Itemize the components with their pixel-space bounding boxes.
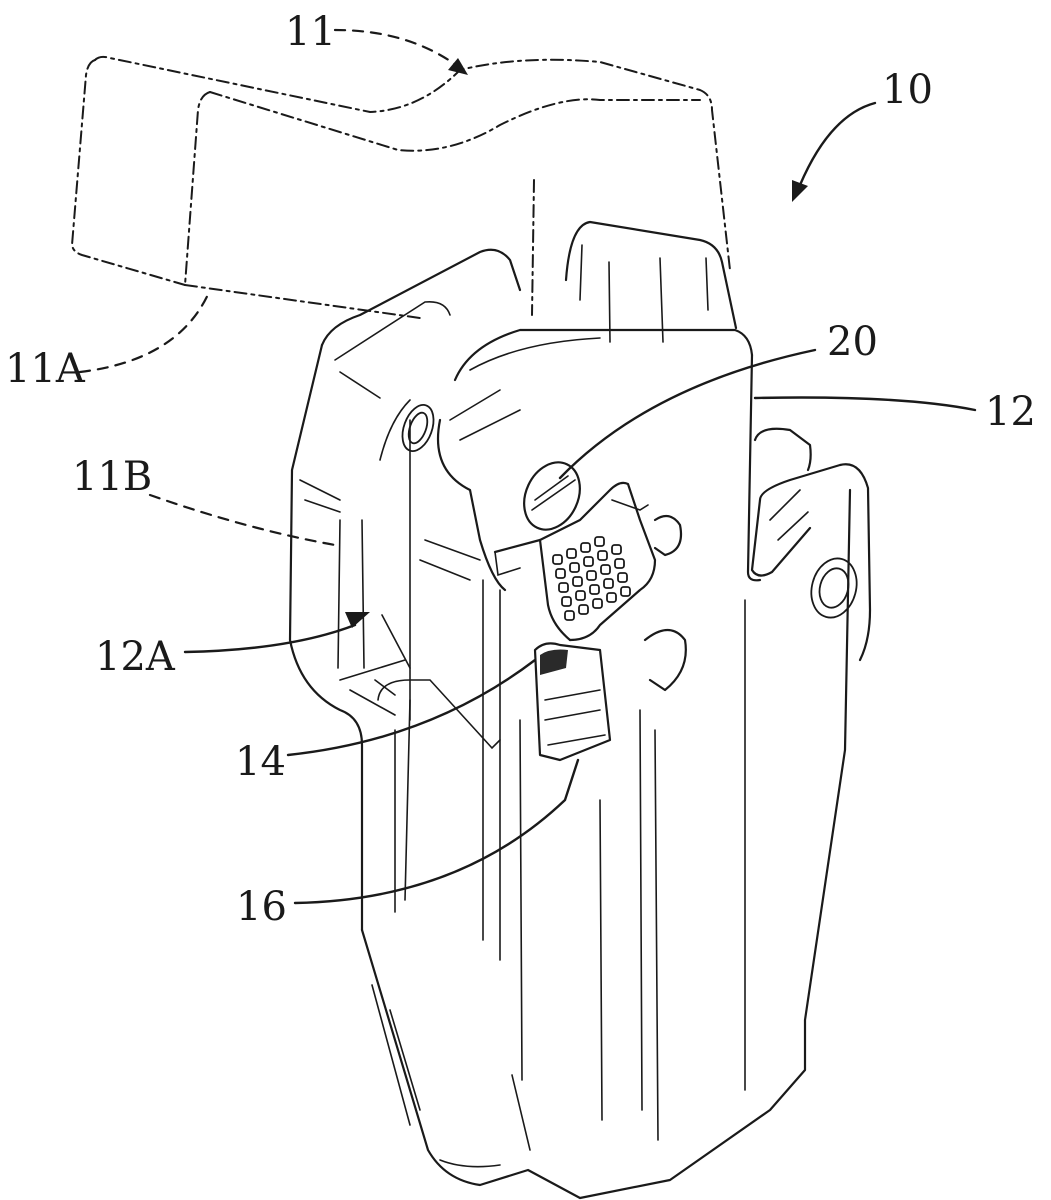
grip-cell: [566, 548, 577, 559]
reference-labels: 11 10 11A 20 12 11B 12A 14 16: [5, 9, 1036, 930]
label-20: 20: [827, 319, 878, 365]
grip-cell: [620, 586, 631, 597]
grip-cell: [586, 570, 597, 581]
arrowhead-11: [448, 58, 468, 75]
holster-body: [288, 220, 872, 1200]
grip-pattern: [552, 536, 631, 621]
label-11: 11: [285, 9, 336, 55]
label-12A: 12A: [95, 634, 176, 680]
grip-cell: [617, 572, 628, 583]
grip-cell: [561, 596, 572, 607]
grip-cell: [597, 550, 608, 561]
grip-cell: [592, 598, 603, 609]
grip-cell: [594, 536, 605, 547]
fastener-20: [523, 461, 581, 531]
arrowhead-10: [792, 180, 808, 202]
grip-cell: [589, 584, 600, 595]
grip-cell: [569, 562, 580, 573]
latch-14: [493, 481, 687, 692]
label-12: 12: [985, 389, 1036, 435]
grip-cell: [580, 542, 591, 553]
arrowhead-12A: [345, 612, 370, 628]
grip-cell: [552, 554, 563, 565]
grip-cell: [555, 568, 566, 579]
release-16: [533, 642, 612, 762]
grip-cell: [611, 544, 622, 555]
grip-cell: [583, 556, 594, 567]
label-16: 16: [236, 884, 287, 930]
grip-cell: [575, 590, 586, 601]
label-14: 14: [235, 739, 286, 785]
grip-cell: [564, 610, 575, 621]
grip-cell: [614, 558, 625, 569]
label-11A: 11A: [5, 346, 86, 392]
grip-cell: [600, 564, 611, 575]
label-10: 10: [882, 67, 933, 113]
grip-cell: [606, 592, 617, 603]
grip-cell: [603, 578, 614, 589]
grip-cell: [578, 604, 589, 615]
phantom-device: [70, 55, 731, 319]
grip-cell: [558, 582, 569, 593]
label-11B: 11B: [72, 454, 152, 500]
grip-cell: [572, 576, 583, 587]
